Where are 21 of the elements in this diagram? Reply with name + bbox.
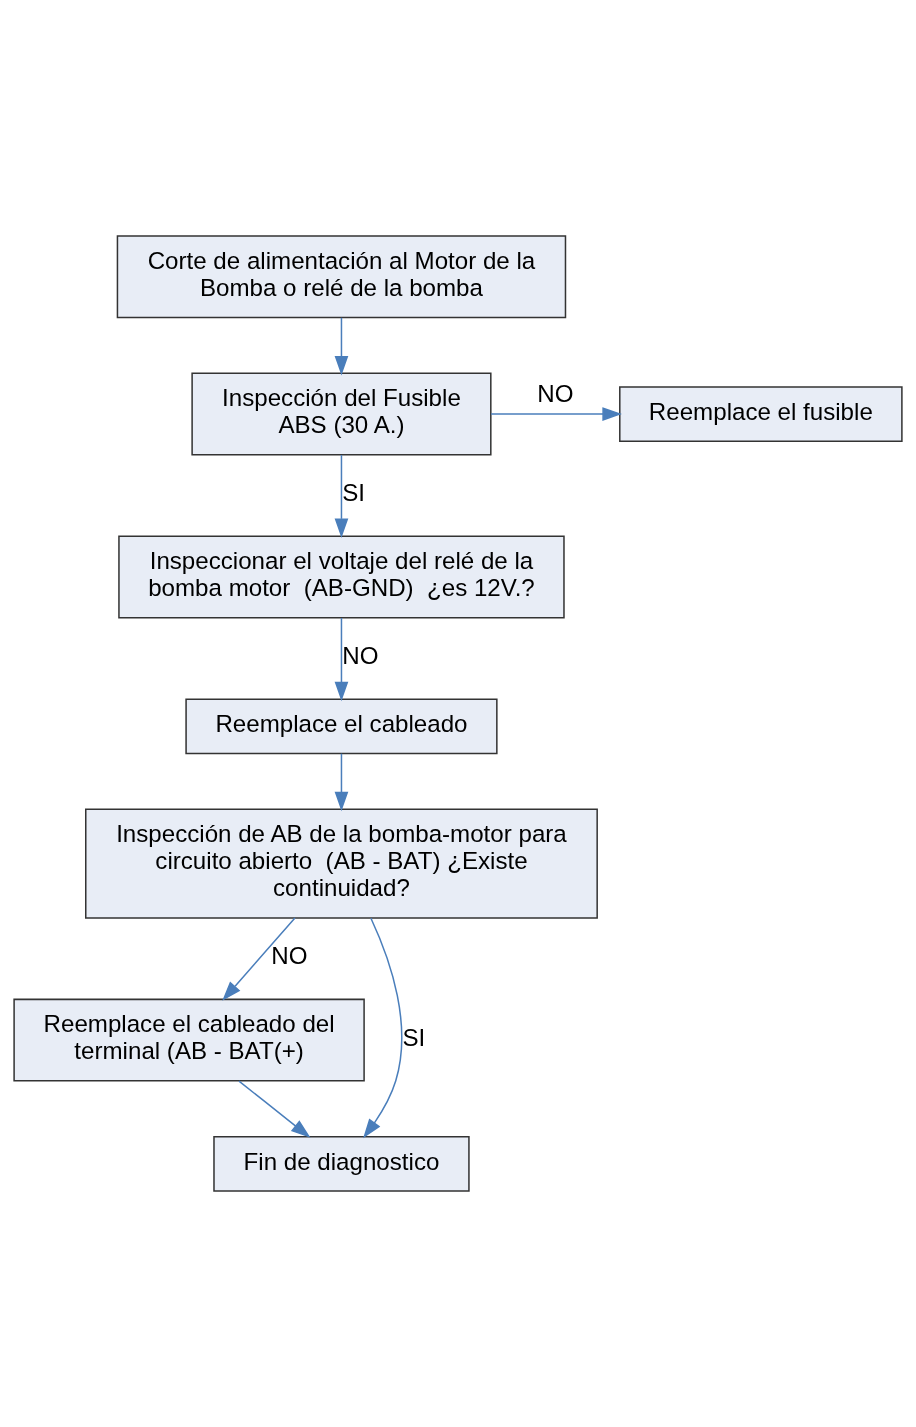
arrow (363, 917, 403, 1139)
node-box: Inspección de AB de la bomba-motor para circuito abierto (AB - BAT) ¿Existe continuidad? (85, 808, 598, 919)
edge-label: SI (402, 1023, 426, 1051)
arrow (334, 617, 349, 702)
edge-label: SI (342, 479, 365, 507)
arrow (334, 752, 349, 812)
edge-label: NO (342, 642, 379, 670)
node-box: Inspeccionar el voltaje del relé de la bomba motor (AB-GND) ¿es 12V.? (118, 535, 565, 619)
edge-label: NO (537, 379, 574, 407)
arrow (222, 917, 296, 1001)
arrow (334, 454, 349, 539)
arrow (238, 1080, 311, 1138)
node-box: Reemplace el cableado (185, 698, 498, 755)
arrow (334, 317, 349, 376)
node-box: Corte de alimentación al Motor de la Bomba o relé de la bomba (116, 235, 567, 319)
node-box: Reemplace el cableado del terminal (AB - BAT(+) (13, 998, 365, 1082)
node-box: Reemplace el fusible (619, 386, 903, 442)
node-box: Fin de diagnostico (213, 1135, 470, 1192)
node-box: Inspección del Fusible ABS (30 A.) (191, 372, 492, 456)
edge-label: NO (271, 942, 308, 970)
arrow (490, 407, 622, 421)
